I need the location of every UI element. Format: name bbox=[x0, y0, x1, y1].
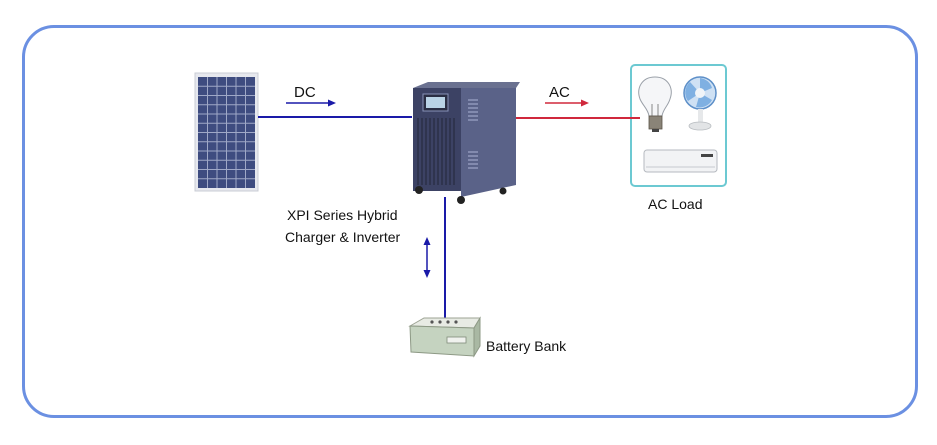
inverter-label-line2: Charger & Inverter bbox=[285, 229, 401, 245]
ac-arrow-icon bbox=[545, 99, 589, 107]
dc-label: DC bbox=[294, 84, 316, 101]
battery-icon bbox=[408, 316, 481, 358]
bidirectional-arrow-icon bbox=[423, 237, 431, 278]
light-bulb-icon bbox=[638, 76, 672, 132]
air-conditioner-icon bbox=[643, 149, 718, 173]
inverter-icon bbox=[413, 82, 520, 204]
battery-bank-label: Battery Bank bbox=[486, 338, 567, 354]
solar-panel-icon bbox=[194, 72, 259, 192]
fan-icon bbox=[683, 76, 717, 131]
ac-load-label: AC Load bbox=[648, 196, 703, 212]
inverter-label-line1: XPI Series Hybrid bbox=[287, 207, 398, 223]
diagram-frame bbox=[22, 25, 918, 418]
dc-arrow-icon bbox=[286, 99, 336, 107]
ac-label: AC bbox=[549, 84, 570, 101]
